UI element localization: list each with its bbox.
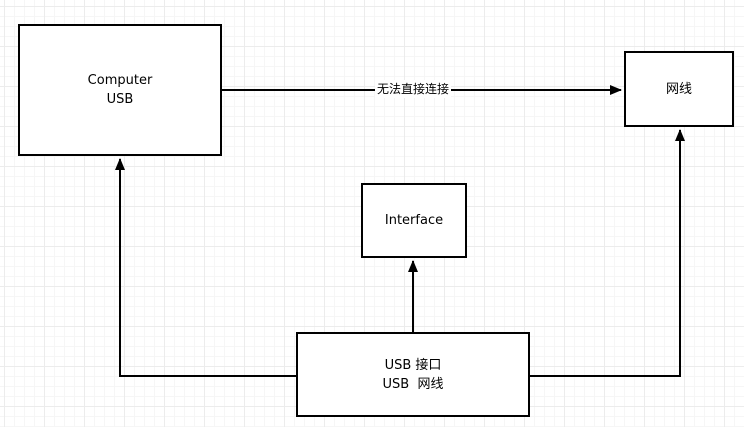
computer-node-title: Computer (87, 73, 153, 88)
edge-label-no-direct-connection: 无法直接连接 (375, 80, 452, 98)
interface-node[interactable]: Interface (361, 183, 467, 258)
edge-adapter-to-cable (530, 129, 685, 377)
adapter-node[interactable]: USB 接口 USB 网线 (296, 332, 530, 417)
computer-node-subtitle: USB (106, 92, 134, 107)
computer-node[interactable]: Computer USB (18, 24, 222, 156)
edge-adapter-to-computer (115, 158, 296, 377)
adapter-node-line2: USB 网线 (382, 376, 444, 392)
interface-node-label: Interface (384, 213, 444, 228)
cable-node[interactable]: 网线 (624, 51, 734, 127)
cable-node-label: 网线 (665, 81, 692, 97)
adapter-node-line1: USB 接口 (384, 357, 442, 373)
